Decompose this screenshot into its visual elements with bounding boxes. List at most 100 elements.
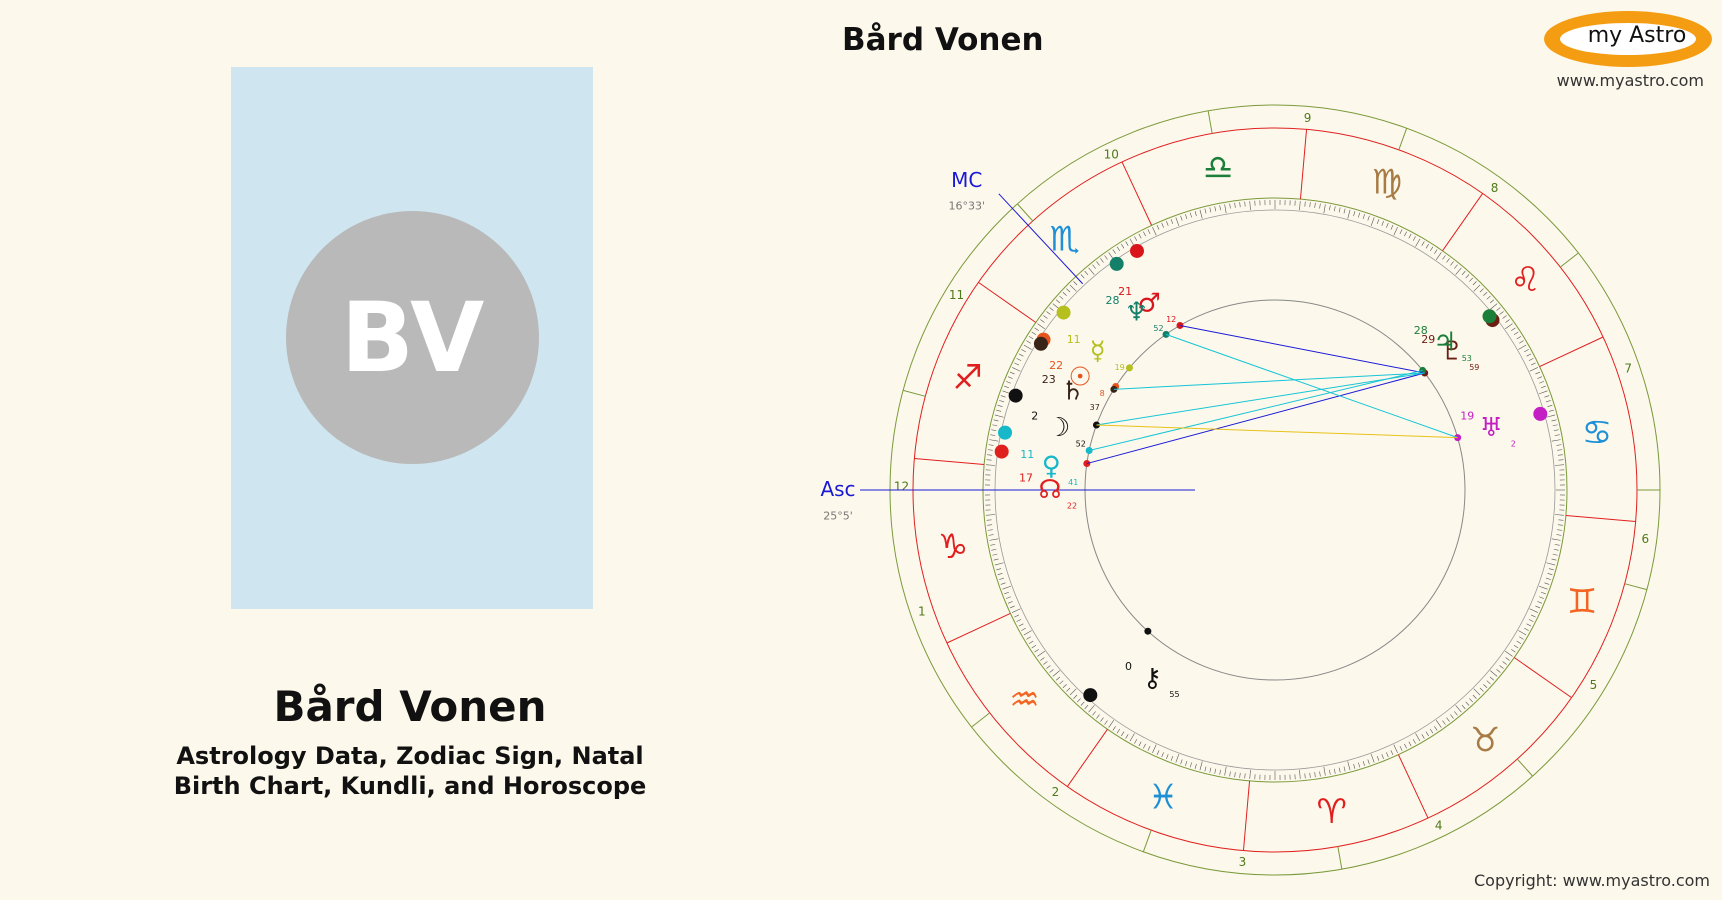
degree-tick — [1535, 371, 1541, 375]
degree-tick — [1554, 434, 1560, 436]
degree-tick — [1473, 284, 1481, 292]
jupiter-icon: ♃ — [1433, 327, 1456, 357]
degree-tick — [1551, 419, 1557, 422]
degree-tick — [1358, 762, 1361, 768]
degree-tick — [1552, 553, 1558, 556]
uranus-marker — [1533, 406, 1548, 421]
degree-tick — [1170, 219, 1174, 225]
saturn-marker — [1033, 336, 1048, 351]
degree-tick — [1108, 720, 1115, 728]
degree-tick — [1435, 720, 1442, 728]
mc-label: MC — [951, 168, 982, 192]
degree-tick — [1469, 698, 1473, 703]
degree-tick — [1014, 362, 1019, 366]
north-node-marker — [994, 444, 1009, 459]
planet-degree: 28 — [1105, 294, 1119, 307]
degree-tick — [1028, 640, 1034, 644]
degree-tick — [1496, 669, 1501, 673]
house-number-2: 2 — [1052, 785, 1060, 799]
degree-tick — [1425, 731, 1429, 737]
myastro-logo[interactable]: my Astro — [1544, 11, 1712, 67]
degree-tick — [987, 529, 993, 531]
degree-tick — [1069, 688, 1077, 696]
degree-tick — [1404, 231, 1407, 237]
degree-tick — [1018, 623, 1024, 627]
degree-tick — [1556, 444, 1562, 446]
degree-tick — [989, 538, 999, 541]
degree-tick — [1007, 376, 1013, 379]
aquarius-icon: ♒ — [1009, 680, 1039, 720]
sign-boundary — [1397, 754, 1429, 819]
degree-tick — [1548, 568, 1554, 571]
sign-boundary — [1299, 129, 1308, 200]
degree-tick — [1425, 243, 1429, 249]
degree-tick — [1012, 608, 1021, 613]
degree-tick — [1031, 331, 1037, 336]
asc-label: Asc — [820, 477, 855, 501]
site-url-link[interactable]: www.myastro.com — [1556, 71, 1704, 90]
degree-tick — [1505, 319, 1510, 323]
degree-tick — [1143, 231, 1146, 237]
planet-minutes: 2 — [1511, 439, 1516, 448]
degree-tick — [1092, 711, 1096, 716]
sign-boundary — [1242, 780, 1251, 851]
degree-tick — [1545, 400, 1551, 403]
degree-tick — [1092, 264, 1096, 269]
degree-tick — [1156, 750, 1160, 756]
degree-tick — [1194, 211, 1197, 217]
degree-tick — [993, 558, 999, 561]
degree-tick — [1166, 754, 1169, 759]
degree-tick — [1031, 644, 1037, 649]
degree-tick — [1551, 538, 1561, 541]
degree-tick — [1461, 270, 1466, 276]
degree-tick — [996, 409, 1002, 412]
degree-tick — [988, 534, 994, 536]
house-number-1: 1 — [918, 605, 926, 619]
degree-tick — [1557, 524, 1563, 526]
sign-boundary — [1565, 514, 1636, 523]
planet-degree: 29 — [1421, 333, 1435, 346]
sign-boundary — [1121, 161, 1153, 226]
planet-degree: 23 — [1042, 373, 1056, 386]
degree-tick — [1412, 236, 1416, 241]
degree-tick — [999, 577, 1005, 580]
degree-tick — [1021, 627, 1026, 631]
mars-icon: ♂ — [1138, 288, 1161, 318]
uranus-icon: ♅ — [1480, 413, 1503, 443]
degree-tick — [1138, 233, 1142, 239]
degree-tick — [1224, 204, 1227, 214]
degree-tick — [1537, 601, 1543, 604]
degree-tick — [1343, 208, 1346, 214]
degree-tick — [1143, 743, 1146, 749]
house-cusp — [1624, 583, 1648, 591]
house-number-8: 8 — [1491, 181, 1499, 195]
degree-tick — [1021, 349, 1026, 353]
degree-tick — [1304, 201, 1306, 207]
degree-tick — [1376, 219, 1380, 225]
degree-tick — [1088, 267, 1095, 275]
degree-tick — [1472, 694, 1477, 699]
degree-tick — [1376, 755, 1380, 761]
degree-tick — [1479, 687, 1484, 692]
planet-degree: 0 — [1125, 660, 1132, 673]
degree-tick — [1100, 717, 1104, 722]
degree-tick — [1314, 772, 1316, 778]
degree-tick — [1454, 711, 1458, 716]
degree-tick — [1006, 381, 1011, 384]
degree-tick — [986, 459, 992, 461]
degree-tick — [1381, 754, 1384, 759]
planet-minutes: 41 — [1068, 478, 1078, 487]
degree-tick — [987, 449, 993, 451]
degree-tick — [997, 573, 1003, 576]
degree-tick — [1147, 229, 1151, 234]
degree-tick — [1553, 548, 1559, 551]
degree-tick — [1088, 705, 1095, 713]
degree-tick — [1204, 766, 1207, 772]
degree-tick — [1545, 577, 1551, 580]
degree-tick — [1446, 258, 1450, 263]
mercury-icon: ☿ — [1090, 336, 1106, 366]
aspect-line — [1096, 372, 1425, 426]
degree-tick — [1125, 241, 1129, 246]
degree-tick — [1415, 733, 1421, 742]
degree-tick — [1214, 768, 1217, 774]
